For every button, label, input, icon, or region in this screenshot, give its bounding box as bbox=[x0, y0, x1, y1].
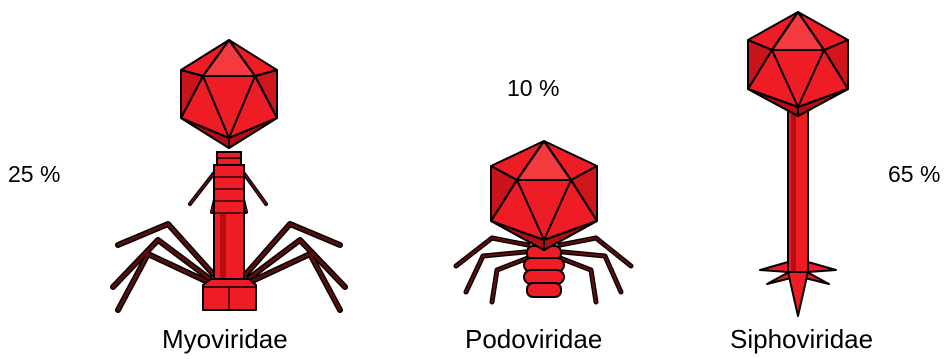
siphoviridae-percentage: 65 % bbox=[888, 163, 940, 186]
myoviridae-capsid bbox=[181, 40, 277, 148]
podoviridae-capsid bbox=[491, 141, 597, 250]
siphoviridae-illustration bbox=[748, 12, 848, 316]
podoviridae-tail bbox=[524, 246, 564, 297]
podoviridae-illustration bbox=[456, 141, 631, 302]
siphoviridae-label: Siphoviridae bbox=[730, 326, 873, 352]
podoviridae-label: Podoviridae bbox=[465, 326, 602, 352]
myoviridae-percentage: 25 % bbox=[8, 163, 60, 186]
myoviridae-label: Myoviridae bbox=[162, 326, 288, 352]
podoviridae-percentage: 10 % bbox=[507, 77, 559, 100]
myoviridae-illustration bbox=[113, 40, 345, 310]
siphoviridae-capsid bbox=[748, 12, 848, 116]
myoviridae-sheath bbox=[214, 165, 244, 285]
